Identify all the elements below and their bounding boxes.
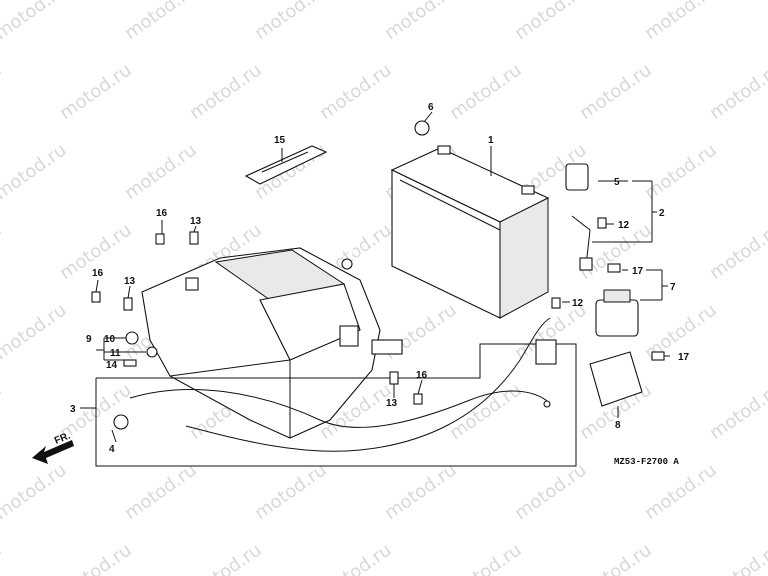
fuse-17b [651, 351, 665, 361]
bolt-16b [91, 291, 101, 303]
callout-13c: 13 [386, 398, 398, 409]
watermark-text: motod.ru [381, 460, 461, 525]
callout-13a: 13 [190, 216, 202, 227]
clip-14 [123, 359, 137, 367]
watermark-text: motod.ru [0, 140, 71, 205]
callout-2: 2 [659, 208, 665, 219]
watermark-text: motod.ru [316, 540, 396, 576]
watermark-text: motod.ru [706, 60, 768, 125]
watermark-text: motod.ru [0, 300, 71, 365]
watermark-text: motod.ru [706, 220, 768, 285]
fuse-holder [571, 215, 593, 271]
callout-15: 15 [274, 135, 286, 146]
clip-13c [389, 371, 399, 385]
watermark-text: motod.ru [0, 380, 6, 445]
watermark-text: motod.ru [0, 60, 6, 125]
bolt-16c [413, 393, 423, 405]
collar-11 [146, 346, 158, 358]
watermark-text: motod.ru [511, 0, 591, 44]
watermark-text: motod.ru [706, 540, 768, 576]
battery [390, 145, 550, 319]
terminal-cover [565, 163, 589, 191]
relay-cover [589, 351, 643, 407]
callout-7: 7 [670, 282, 676, 293]
watermark-text: motod.ru [121, 0, 201, 44]
screw-12b [551, 297, 561, 309]
clip-13a [189, 231, 199, 245]
watermark-text: motod.ru [446, 540, 526, 576]
watermark-text: motod.ru [446, 380, 526, 445]
callout-12b: 12 [572, 298, 584, 309]
callout-16c: 16 [416, 370, 428, 381]
watermark-text: motod.ru [641, 0, 721, 44]
battery-tray [141, 247, 403, 439]
watermark-text: motod.ru [316, 60, 396, 125]
watermark-text: motod.ru [186, 540, 266, 576]
watermark-text: motod.ru [576, 60, 656, 125]
callout-16a: 16 [156, 208, 168, 219]
callout-10: 10 [104, 334, 116, 345]
diagram-code: MZ53-F2700 A [614, 457, 679, 467]
bolt-16a [155, 233, 165, 245]
callout-17b: 17 [678, 352, 690, 363]
callout-6: 6 [428, 102, 434, 113]
watermark-text: motod.ru [0, 540, 6, 576]
watermark-text: motod.ru [511, 460, 591, 525]
battery-cable [341, 120, 430, 270]
watermark-text: motod.ru [381, 0, 461, 44]
screw-12a [597, 217, 607, 229]
battery-strap [244, 145, 328, 185]
watermark-text: motod.ru [641, 460, 721, 525]
harness-frame [95, 343, 577, 467]
connector-bracket [535, 339, 557, 365]
callout-9: 9 [86, 334, 92, 345]
watermark-text: motod.ru [56, 540, 136, 576]
leader-lines [80, 111, 670, 443]
callout-8: 8 [615, 420, 621, 431]
front-arrow-icon: FR. [32, 430, 74, 464]
callout-17a: 17 [632, 266, 644, 277]
watermark-text: motod.ru [0, 220, 6, 285]
watermark-text: motod.ru [0, 0, 71, 44]
watermark-text: motod.ru [121, 140, 201, 205]
clip-13b [123, 297, 133, 311]
watermark-text: motod.ru [706, 380, 768, 445]
watermark-text: motod.ru [0, 460, 71, 525]
grommet-10 [125, 331, 139, 345]
callout-11: 11 [110, 348, 121, 359]
watermark-text: motod.ru [121, 460, 201, 525]
watermark-text: motod.ru [641, 140, 721, 205]
watermark-text: motod.ru [251, 0, 331, 44]
callout-14: 14 [106, 360, 118, 371]
callout-5: 5 [614, 177, 620, 188]
callout-3: 3 [70, 404, 76, 415]
callout-1: 1 [488, 135, 494, 146]
watermark-text: motod.ru [56, 60, 136, 125]
fuse-17a [607, 263, 621, 273]
callout-13b: 13 [124, 276, 136, 287]
starter-relay [595, 289, 639, 337]
watermark-text: motod.ru [251, 460, 331, 525]
callout-4: 4 [109, 444, 115, 455]
watermark-text: motod.ru [186, 60, 266, 125]
wire-harness [113, 317, 551, 452]
callout-16b: 16 [92, 268, 104, 279]
watermark-text: motod.ru [576, 540, 656, 576]
watermark-text: motod.ru [446, 60, 526, 125]
callout-12a: 12 [618, 220, 630, 231]
